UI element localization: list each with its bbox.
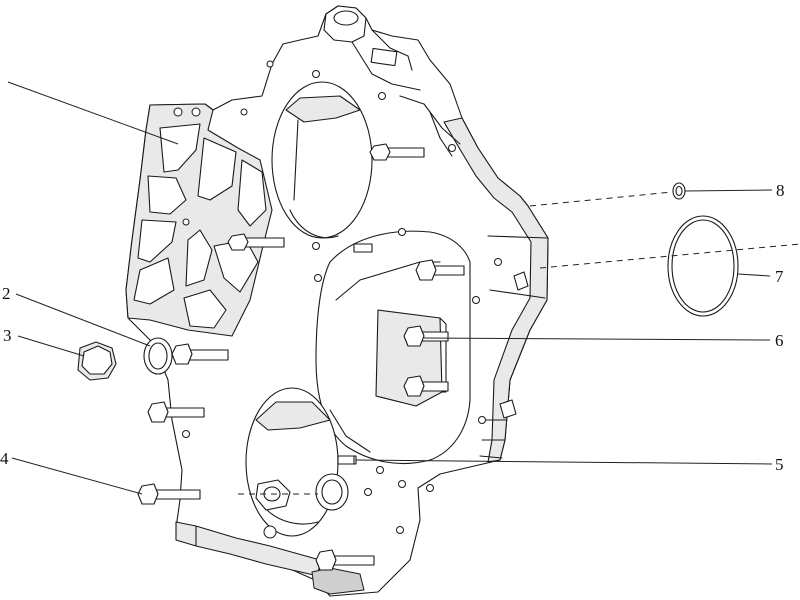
seal-ring: [143, 337, 173, 375]
leader-7: [737, 273, 771, 277]
callout-labels: 2 3 4 5 6 7 8: [0, 181, 785, 474]
leader-5: [355, 459, 773, 465]
bolt-center-top: [415, 259, 465, 281]
callout-3: 3: [3, 326, 12, 345]
assembly-centerlines: [238, 191, 800, 495]
leader-1: [7, 81, 179, 145]
bolt-mid-left: [147, 401, 205, 423]
leader-2: [15, 293, 151, 347]
seal-ring-lower: [315, 473, 349, 511]
bolt-seal: [171, 343, 229, 365]
plug-lower-bore: [255, 479, 291, 511]
bolt-plate-lower: [403, 375, 449, 397]
o-ring: [667, 215, 739, 317]
leader-lines: [7, 81, 773, 495]
callout-6: 6: [775, 331, 784, 350]
bolt-plate-upper: [403, 325, 449, 347]
bolt-upper: [369, 143, 425, 161]
leader-6: [423, 337, 771, 341]
bolt-lower-left: [137, 483, 201, 505]
callout-5: 5: [775, 455, 784, 474]
leader-4: [11, 457, 143, 495]
callout-7: 7: [775, 267, 784, 286]
callout-8: 8: [776, 181, 785, 200]
bolt-bottom: [315, 549, 375, 571]
leader-8: [684, 189, 773, 192]
bolts: [137, 143, 465, 571]
small-washer: [672, 182, 686, 200]
plug-nut: [77, 341, 117, 381]
bolt-rib: [227, 233, 285, 251]
dowel-pin: [337, 455, 355, 465]
callout-4: 4: [0, 449, 9, 468]
gear-housing: [125, 5, 549, 597]
leader-3: [17, 335, 85, 357]
callout-2: 2: [2, 284, 11, 303]
